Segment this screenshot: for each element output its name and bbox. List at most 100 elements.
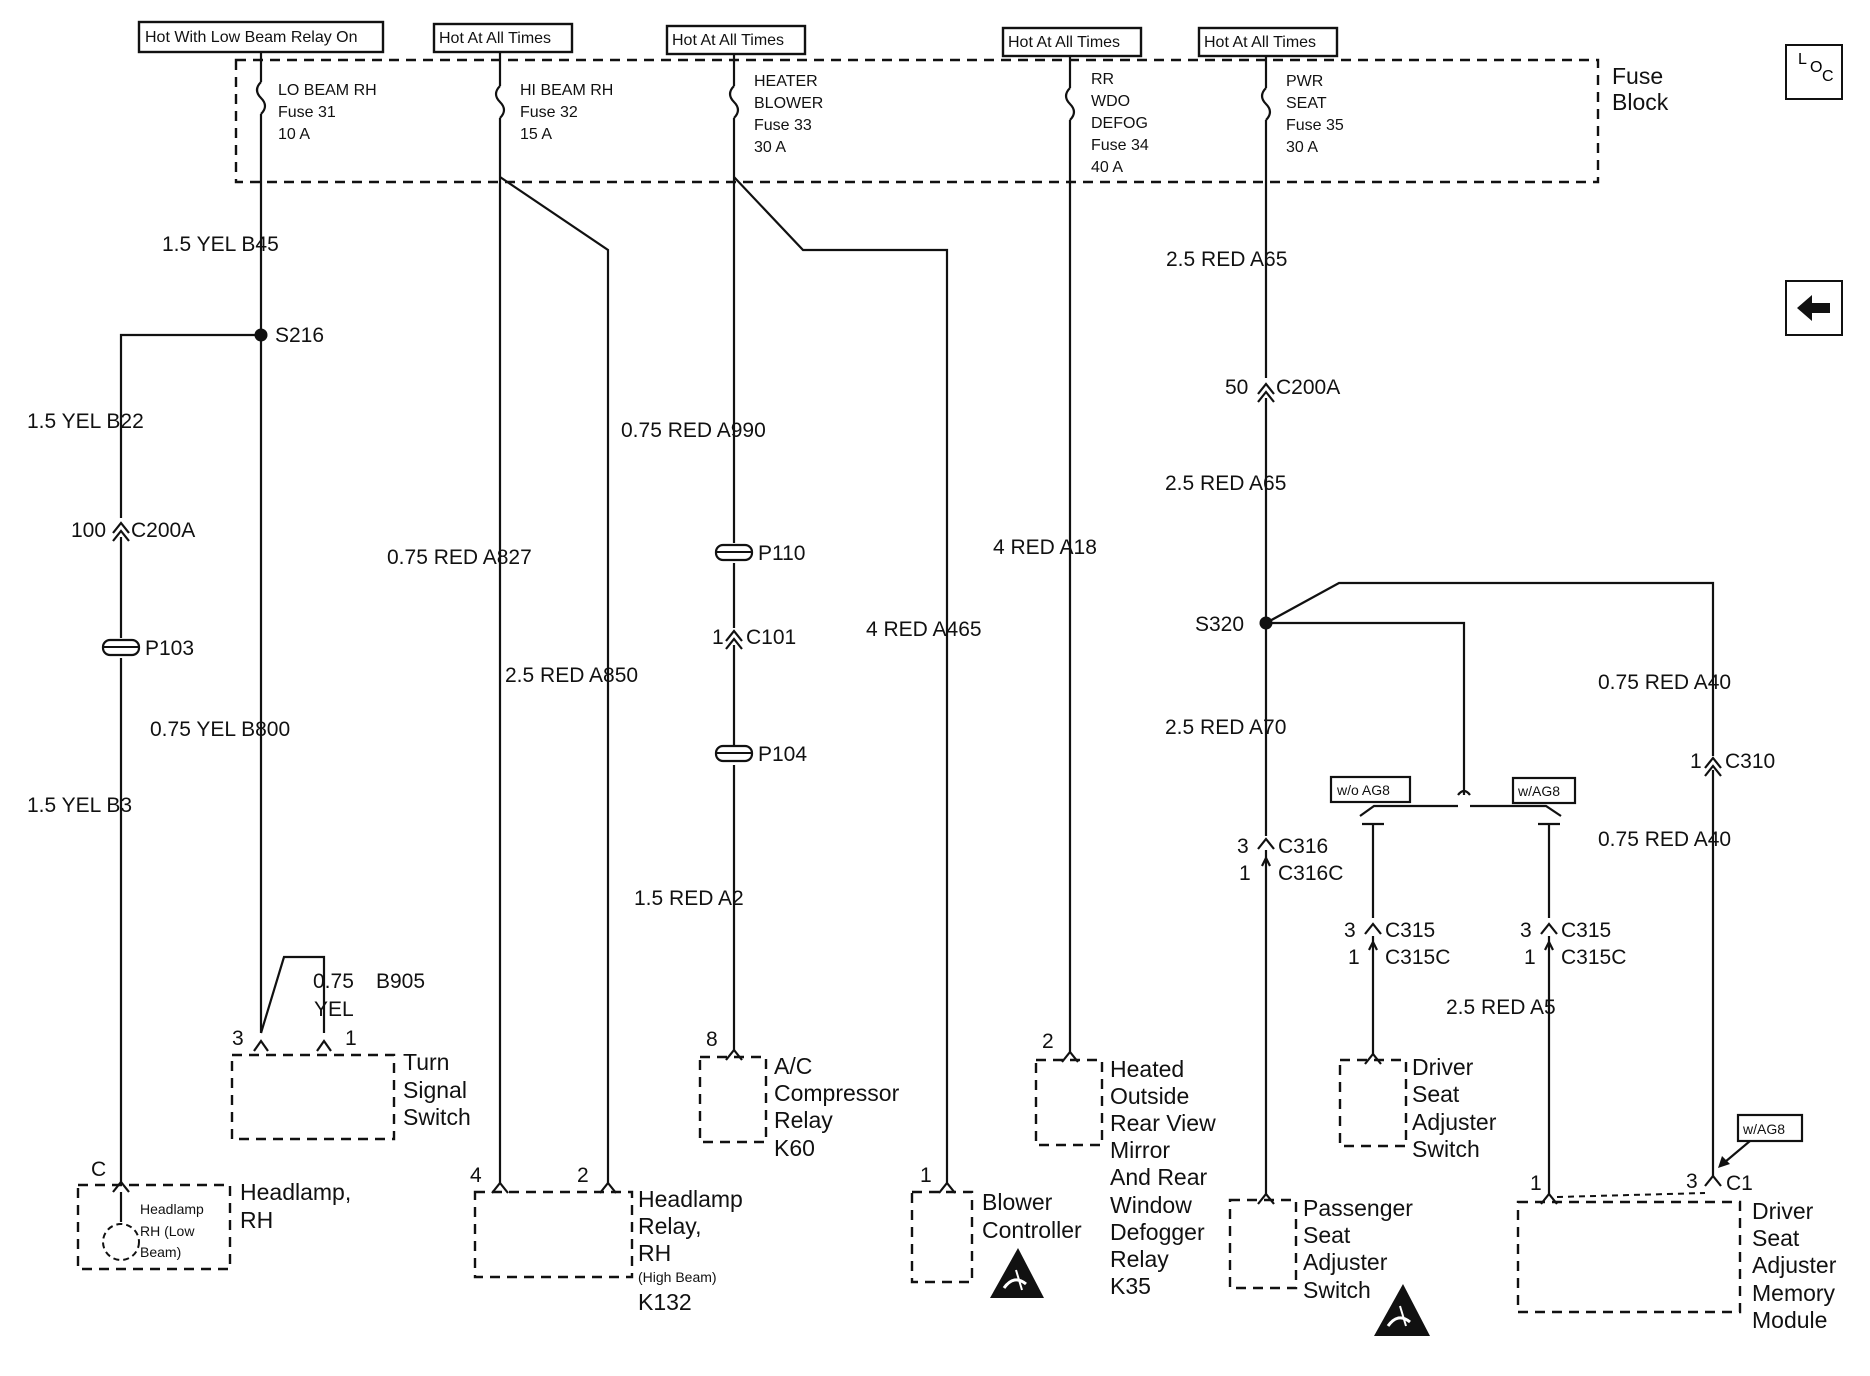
svg-text:HEATER: HEATER bbox=[754, 73, 818, 90]
hi-beam-circuit bbox=[498, 176, 610, 1183]
wire-a70-label: 2.5 RED A70 bbox=[1165, 716, 1286, 739]
connector-c310: 1 C310 bbox=[1690, 750, 1775, 777]
svg-text:1: 1 bbox=[345, 1027, 357, 1050]
svg-text:DEFOG: DEFOG bbox=[1091, 115, 1148, 132]
svg-text:Fuse 35: Fuse 35 bbox=[1286, 117, 1344, 134]
svg-text:2: 2 bbox=[1042, 1030, 1054, 1053]
svg-text:C310: C310 bbox=[1725, 750, 1775, 773]
svg-text:Beam): Beam) bbox=[140, 1244, 181, 1260]
wire-b905-label: B905 bbox=[376, 970, 425, 993]
svg-text:Window: Window bbox=[1110, 1192, 1192, 1218]
wire-a2-label: 1.5 RED A2 bbox=[634, 887, 744, 910]
wire-b45-label: 1.5 YEL B45 bbox=[162, 233, 279, 256]
svg-text:30 A: 30 A bbox=[754, 139, 786, 156]
svg-text:K132: K132 bbox=[638, 1289, 692, 1315]
svg-text:(High Beam): (High Beam) bbox=[638, 1269, 717, 1285]
svg-text:Switch: Switch bbox=[403, 1104, 471, 1130]
svg-text:1: 1 bbox=[920, 1164, 932, 1187]
splice-s216-dot bbox=[254, 328, 268, 342]
svg-text:Signal: Signal bbox=[403, 1077, 467, 1103]
svg-text:Relay: Relay bbox=[774, 1107, 833, 1133]
loc-button[interactable]: L O C bbox=[1785, 44, 1843, 100]
svg-text:SEAT: SEAT bbox=[1286, 95, 1327, 112]
fuse-32-label: HI BEAM RH Fuse 32 15 A bbox=[520, 82, 613, 143]
connector-c200a-right: 50 C200A bbox=[1225, 376, 1340, 403]
svg-text:Mirror: Mirror bbox=[1110, 1137, 1170, 1163]
svg-text:C315: C315 bbox=[1385, 919, 1435, 942]
svg-text:1: 1 bbox=[1348, 946, 1360, 969]
wire-a65-top-label: 2.5 RED A65 bbox=[1166, 248, 1287, 271]
connector-c200a-left: 100 C200A bbox=[71, 519, 195, 542]
svg-text:RR: RR bbox=[1091, 71, 1114, 88]
svg-text:15 A: 15 A bbox=[520, 126, 552, 143]
option-w-ag8: w/AG8 bbox=[1511, 776, 1577, 805]
headlamp-relay-rh: 4 2 Headlamp Relay, RH (High Beam) K132 bbox=[470, 1164, 743, 1315]
wire-a40-bot-label: 0.75 RED A40 bbox=[1598, 828, 1731, 851]
svg-text:HI BEAM RH: HI BEAM RH bbox=[520, 82, 613, 99]
wire-a465-label: 4 RED A465 bbox=[866, 618, 982, 641]
svg-text:10 A: 10 A bbox=[278, 126, 310, 143]
header-hot-low-beam: Hot With Low Beam Relay On bbox=[137, 20, 385, 54]
svg-text:C200A: C200A bbox=[1276, 376, 1340, 399]
svg-text:Outside: Outside bbox=[1110, 1083, 1189, 1109]
fuse-31-label: LO BEAM RH Fuse 31 10 A bbox=[278, 82, 377, 143]
lo-beam-circuit bbox=[119, 182, 326, 1182]
svg-text:RH (Low: RH (Low bbox=[140, 1223, 195, 1239]
svg-text:w/AG8: w/AG8 bbox=[1742, 1121, 1785, 1137]
svg-text:And Rear: And Rear bbox=[1110, 1164, 1208, 1190]
svg-text:Headlamp,: Headlamp, bbox=[240, 1179, 351, 1205]
svg-text:Fuse 32: Fuse 32 bbox=[520, 104, 578, 121]
connector-c101: 1 C101 bbox=[712, 626, 796, 650]
svg-text:RH: RH bbox=[638, 1240, 671, 1266]
wire-a850-label: 2.5 RED A850 bbox=[505, 664, 638, 687]
svg-text:Heated: Heated bbox=[1110, 1056, 1184, 1082]
svg-text:Memory: Memory bbox=[1752, 1280, 1836, 1306]
wire-a5-label: 2.5 RED A5 bbox=[1446, 996, 1556, 1019]
svg-text:WDO: WDO bbox=[1091, 93, 1130, 110]
back-button[interactable] bbox=[1785, 280, 1843, 336]
svg-text:C101: C101 bbox=[746, 626, 796, 649]
svg-text:Seat: Seat bbox=[1752, 1225, 1800, 1251]
svg-text:Headlamp: Headlamp bbox=[140, 1201, 204, 1217]
svg-text:3: 3 bbox=[232, 1027, 244, 1050]
svg-text:C316: C316 bbox=[1278, 835, 1328, 858]
svg-text:Hot With Low Beam Relay On: Hot With Low Beam Relay On bbox=[145, 29, 358, 46]
svg-text:K60: K60 bbox=[774, 1135, 815, 1161]
wire-b905-size: 0.75 bbox=[313, 970, 354, 993]
svg-text:Fuse 31: Fuse 31 bbox=[278, 104, 336, 121]
defogger-relay: 2 Heated Outside Rear View Mirror And Re… bbox=[1034, 1030, 1216, 1299]
svg-text:w/AG8: w/AG8 bbox=[1517, 783, 1560, 799]
wire-b800-label: 0.75 YEL B800 bbox=[150, 718, 290, 741]
connector-p104: P104 bbox=[714, 743, 807, 766]
svg-text:Switch: Switch bbox=[1412, 1136, 1480, 1162]
wire-b905-color: YEL bbox=[314, 998, 354, 1021]
svg-text:Fuse 34: Fuse 34 bbox=[1091, 137, 1149, 154]
splice-s320-label: S320 bbox=[1195, 613, 1244, 636]
fuse-block-label: Fuse bbox=[1612, 63, 1663, 89]
loc-letter-l: L bbox=[1798, 51, 1807, 68]
wire-a65-mid-label: 2.5 RED A65 bbox=[1165, 472, 1286, 495]
svg-text:P103: P103 bbox=[145, 637, 194, 660]
svg-text:Hot At All Times: Hot At All Times bbox=[1008, 34, 1120, 51]
svg-text:3: 3 bbox=[1344, 919, 1356, 942]
header-hot-all-times-3: Hot At All Times bbox=[1001, 26, 1143, 58]
svg-text:50: 50 bbox=[1225, 376, 1248, 399]
svg-text:Blower: Blower bbox=[982, 1189, 1053, 1215]
svg-text:Hot At All Times: Hot At All Times bbox=[1204, 34, 1316, 51]
header-hot-all-times-2: Hot At All Times bbox=[665, 24, 807, 56]
headlamp-rh: C Headlamp RH (Low Beam) Headlamp, RH bbox=[76, 1158, 351, 1271]
svg-text:C315C: C315C bbox=[1385, 946, 1450, 969]
svg-text:1: 1 bbox=[1530, 1172, 1542, 1195]
svg-text:BLOWER: BLOWER bbox=[754, 95, 823, 112]
svg-text:Passenger: Passenger bbox=[1303, 1195, 1413, 1221]
svg-text:3: 3 bbox=[1520, 919, 1532, 942]
blower-controller: 1 Blower Controller bbox=[910, 1164, 1082, 1284]
splice-s320-dot bbox=[1259, 616, 1273, 630]
svg-text:40 A: 40 A bbox=[1091, 159, 1123, 176]
svg-text:C: C bbox=[91, 1158, 106, 1181]
option-w-ag8-module: w/AG8 bbox=[1718, 1113, 1804, 1168]
svg-text:1: 1 bbox=[712, 626, 724, 649]
splice-s216-label: S216 bbox=[275, 324, 324, 347]
header-hot-all-times-1: Hot At All Times bbox=[432, 22, 574, 54]
connector-p103: P103 bbox=[101, 637, 194, 660]
